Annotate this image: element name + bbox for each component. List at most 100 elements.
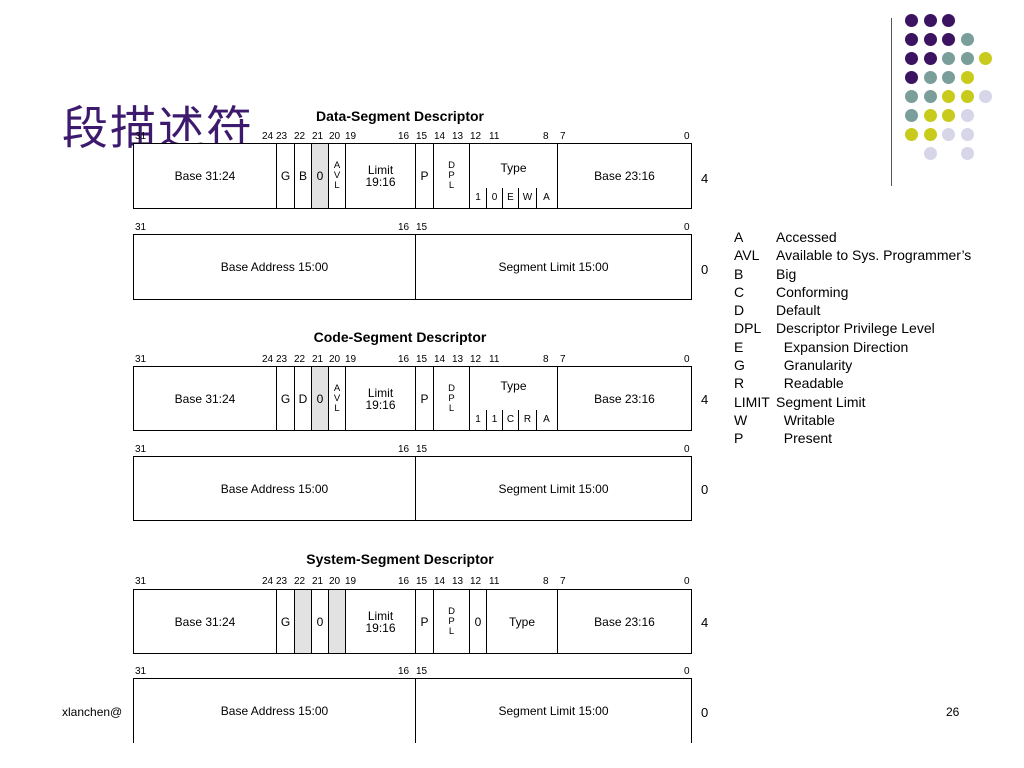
segment-limit-15-00-cell: Segment Limit 15:00 bbox=[415, 679, 691, 743]
big-cell: B bbox=[294, 144, 311, 208]
base-23-16-cell: Base 23:16 bbox=[557, 367, 691, 430]
legend-text: Available to Sys. Programmer’s bbox=[776, 247, 972, 264]
granularity-cell: G bbox=[276, 144, 294, 208]
legend-text: Present bbox=[776, 430, 833, 447]
legend-item: G Granularity bbox=[734, 356, 971, 374]
decorative-dot bbox=[923, 33, 937, 46]
decorative-dot bbox=[942, 128, 955, 141]
decorative-dot bbox=[942, 52, 955, 65]
legend-abbr: DPL bbox=[734, 320, 762, 337]
decorative-dot bbox=[905, 90, 918, 103]
base-address-15-00-cell: Base Address 15:00 bbox=[220, 260, 329, 274]
type-accessed-bit: A bbox=[536, 410, 556, 430]
decorative-dot bbox=[923, 109, 937, 122]
decorative-dot bbox=[979, 52, 992, 65]
decorative-dot bbox=[960, 147, 974, 160]
legend-item: D Default bbox=[734, 301, 971, 319]
type-writable-bit: W bbox=[518, 188, 536, 208]
legend-item: P Present bbox=[734, 429, 971, 447]
code-segment-title: Code-Segment Descriptor bbox=[313, 329, 487, 345]
legend-text: Descriptor Privilege Level bbox=[776, 320, 935, 337]
default-cell: D bbox=[294, 367, 311, 430]
type-label: Type bbox=[500, 379, 527, 393]
decorative-dot bbox=[960, 128, 974, 141]
legend-item: R Readable bbox=[734, 374, 971, 392]
decorative-dot bbox=[905, 128, 918, 141]
base-address-15-00-cell: Base Address 15:00 bbox=[220, 704, 329, 718]
decorative-dot bbox=[905, 33, 918, 46]
base-23-16-cell: Base 23:16 bbox=[557, 590, 691, 653]
decorative-dot bbox=[979, 90, 992, 103]
code-low-offset: 0 bbox=[701, 482, 709, 497]
granularity-cell: G bbox=[276, 367, 294, 430]
type-bit-3: 1 bbox=[475, 414, 481, 425]
present-cell: P bbox=[415, 144, 433, 208]
type-label: Type bbox=[500, 161, 527, 175]
decorative-divider bbox=[891, 18, 892, 186]
base-31-24-cell: Base 31:24 bbox=[174, 169, 236, 183]
type-accessed-bit: A bbox=[536, 188, 556, 208]
legend-item: DPL Descriptor Privilege Level bbox=[734, 319, 971, 337]
decorative-dot bbox=[942, 109, 955, 122]
code-segment-low-row: Base Address 15:00 Segment Limit 15:00 bbox=[133, 456, 692, 521]
system-high-offset: 4 bbox=[701, 615, 709, 630]
decorative-dot bbox=[960, 109, 974, 122]
legend-abbr: E bbox=[734, 338, 744, 355]
type-expand-bit: E bbox=[502, 188, 518, 208]
decorative-dot bbox=[960, 71, 974, 84]
legend-item: AVL Available to Sys. Programmer’s bbox=[734, 246, 971, 264]
present-cell: P bbox=[415, 367, 433, 430]
type-bit-2: 0 bbox=[486, 188, 502, 208]
data-low-offset: 0 bbox=[701, 262, 709, 277]
decorative-dot bbox=[942, 33, 955, 46]
type-readable-bit: R bbox=[518, 410, 536, 430]
reserved-zero-cell: 0 bbox=[311, 144, 328, 208]
legend-text: Expansion Direction bbox=[776, 338, 909, 355]
legend-abbr: AVL bbox=[734, 247, 760, 264]
base-23-16-cell: Base 23:16 bbox=[557, 144, 691, 208]
legend-abbr: D bbox=[734, 302, 745, 319]
decorative-dot bbox=[923, 128, 937, 141]
type-field: Type 1 1 C R A bbox=[469, 367, 557, 430]
segment-limit-15-00-cell: Segment Limit 15:00 bbox=[415, 457, 691, 520]
decorative-dot bbox=[905, 71, 918, 84]
system-segment-low-row: Base Address 15:00 Segment Limit 15:00 bbox=[133, 678, 692, 743]
decorative-dot bbox=[905, 52, 918, 65]
legend-item: E Expansion Direction bbox=[734, 338, 971, 356]
page-number: 26 bbox=[946, 705, 960, 719]
legend-abbr: B bbox=[734, 265, 744, 282]
legend-text: Writable bbox=[776, 411, 835, 428]
reserved-zero-cell: 0 bbox=[311, 367, 328, 430]
decorative-dot bbox=[942, 90, 955, 103]
legend-text: Big bbox=[776, 265, 797, 282]
base-31-24-cell: Base 31:24 bbox=[174, 391, 236, 406]
legend-text: Default bbox=[776, 302, 821, 319]
legend-text: Readable bbox=[776, 375, 844, 392]
base-31-24-cell: Base 31:24 bbox=[174, 614, 236, 629]
legend-abbr: A bbox=[734, 229, 744, 245]
decorative-dot bbox=[923, 52, 937, 65]
decorative-dot bbox=[942, 71, 955, 84]
decorative-dot bbox=[923, 14, 937, 27]
present-cell: P bbox=[415, 590, 433, 653]
system-segment-title: System-Segment Descriptor bbox=[306, 551, 494, 567]
legend-abbr: C bbox=[734, 283, 745, 300]
decorative-dot bbox=[923, 147, 937, 160]
type-field: Type 1 0 E W A bbox=[469, 144, 557, 208]
legend-abbr: R bbox=[734, 375, 745, 392]
decorative-dot bbox=[960, 90, 974, 103]
legend-item: W Writable bbox=[734, 411, 971, 429]
legend-abbr: P bbox=[734, 430, 744, 447]
